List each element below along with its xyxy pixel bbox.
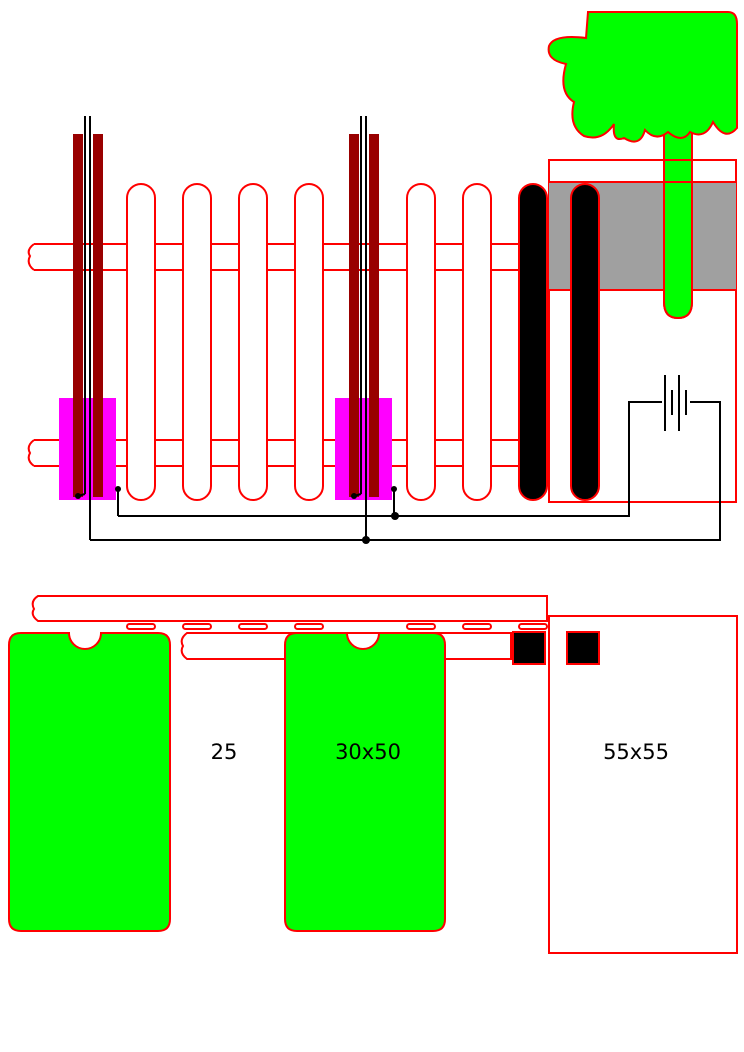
black-square — [566, 631, 600, 665]
size-label-medium: 30x50 — [335, 740, 401, 764]
slot — [406, 623, 436, 630]
picket — [182, 183, 212, 501]
junction-dot — [351, 493, 357, 499]
wire-positive — [118, 401, 662, 517]
fence-assembly — [27, 11, 738, 503]
parts-layout — [8, 595, 738, 954]
slot — [126, 623, 156, 630]
junction-dots — [75, 486, 399, 544]
black-square — [512, 631, 546, 665]
junction-dot — [391, 486, 397, 492]
black-picket — [518, 183, 548, 501]
junction-dot — [362, 536, 370, 544]
post — [369, 134, 379, 497]
rail-part — [31, 595, 548, 622]
tree-trunk-front — [663, 181, 693, 320]
wire-negative — [90, 401, 721, 541]
picket — [126, 183, 156, 501]
black-picket — [570, 183, 600, 501]
large-frame — [548, 615, 738, 954]
lower-rail — [27, 439, 546, 467]
post — [73, 134, 83, 497]
upper-rail — [27, 243, 546, 271]
post — [93, 134, 103, 497]
wiring — [77, 116, 721, 541]
junction-dot — [115, 486, 121, 492]
battery-symbol — [664, 375, 687, 431]
junction-dot — [391, 512, 399, 520]
slot — [518, 623, 548, 630]
junction-dot — [75, 493, 81, 499]
magenta-bracket — [59, 398, 116, 500]
tree-canopy — [547, 11, 738, 143]
picket — [462, 183, 492, 501]
magenta-bracket — [335, 398, 392, 500]
slot — [238, 623, 268, 630]
picket — [294, 183, 324, 501]
green-panel-small — [8, 632, 171, 932]
enclosure-frame — [548, 159, 737, 503]
slot — [462, 623, 492, 630]
size-label-large: 55x55 — [603, 740, 669, 764]
slot — [294, 623, 324, 630]
slot — [182, 623, 212, 630]
size-label-small: 25 — [210, 740, 238, 764]
picket — [238, 183, 268, 501]
post — [349, 134, 359, 497]
green-panel-medium — [284, 632, 446, 932]
picket — [406, 183, 436, 501]
